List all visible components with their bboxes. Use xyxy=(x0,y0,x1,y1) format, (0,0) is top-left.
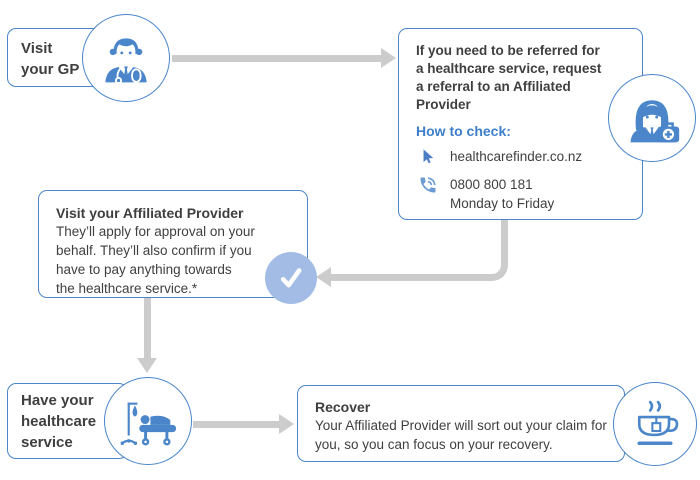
healthcare-service-label: Have your healthcare service xyxy=(21,392,97,451)
phone-number: 0800 800 181 xyxy=(450,177,533,192)
arrowhead-left-icon xyxy=(316,267,331,287)
phone-icon xyxy=(416,175,440,195)
visit-gp-label: Visit your GP xyxy=(21,40,80,78)
affiliated-provider-title: Visit your Affiliated Provider xyxy=(56,205,244,221)
phone-hours: Monday to Friday xyxy=(450,196,555,211)
cursor-icon xyxy=(416,147,440,166)
hospital-bed-icon xyxy=(104,377,192,465)
how-to-check-label: How to check: xyxy=(416,123,511,139)
checkmark-icon xyxy=(265,252,317,304)
arrow-gp-to-referral xyxy=(172,55,382,62)
website-link: healthcarefinder.co.nz xyxy=(450,149,583,164)
recover-box: Recover Your Affiliated Provider will so… xyxy=(297,385,625,462)
arrow-provider-to-service xyxy=(144,298,151,359)
referral-title: If you need to be referred for a healthc… xyxy=(416,43,602,112)
arrow-referral-to-provider xyxy=(330,220,508,281)
affiliated-provider-body: They’ll apply for approval on your behal… xyxy=(56,224,255,296)
affiliated-provider-box: Visit your Affiliated Provider They’ll a… xyxy=(38,190,308,298)
teacup-icon xyxy=(613,382,697,466)
recover-body: Your Affiliated Provider will sort out y… xyxy=(315,418,607,452)
arrow-service-to-recover xyxy=(193,421,280,428)
recover-title: Recover xyxy=(315,399,371,415)
arrowhead-right-icon xyxy=(279,414,294,434)
doctor-icon xyxy=(82,14,170,102)
nurse-icon xyxy=(608,74,696,162)
arrowhead-down-icon xyxy=(137,358,157,373)
arrowhead-right-icon xyxy=(381,48,396,68)
referral-box: If you need to be referred for a healthc… xyxy=(398,28,643,220)
